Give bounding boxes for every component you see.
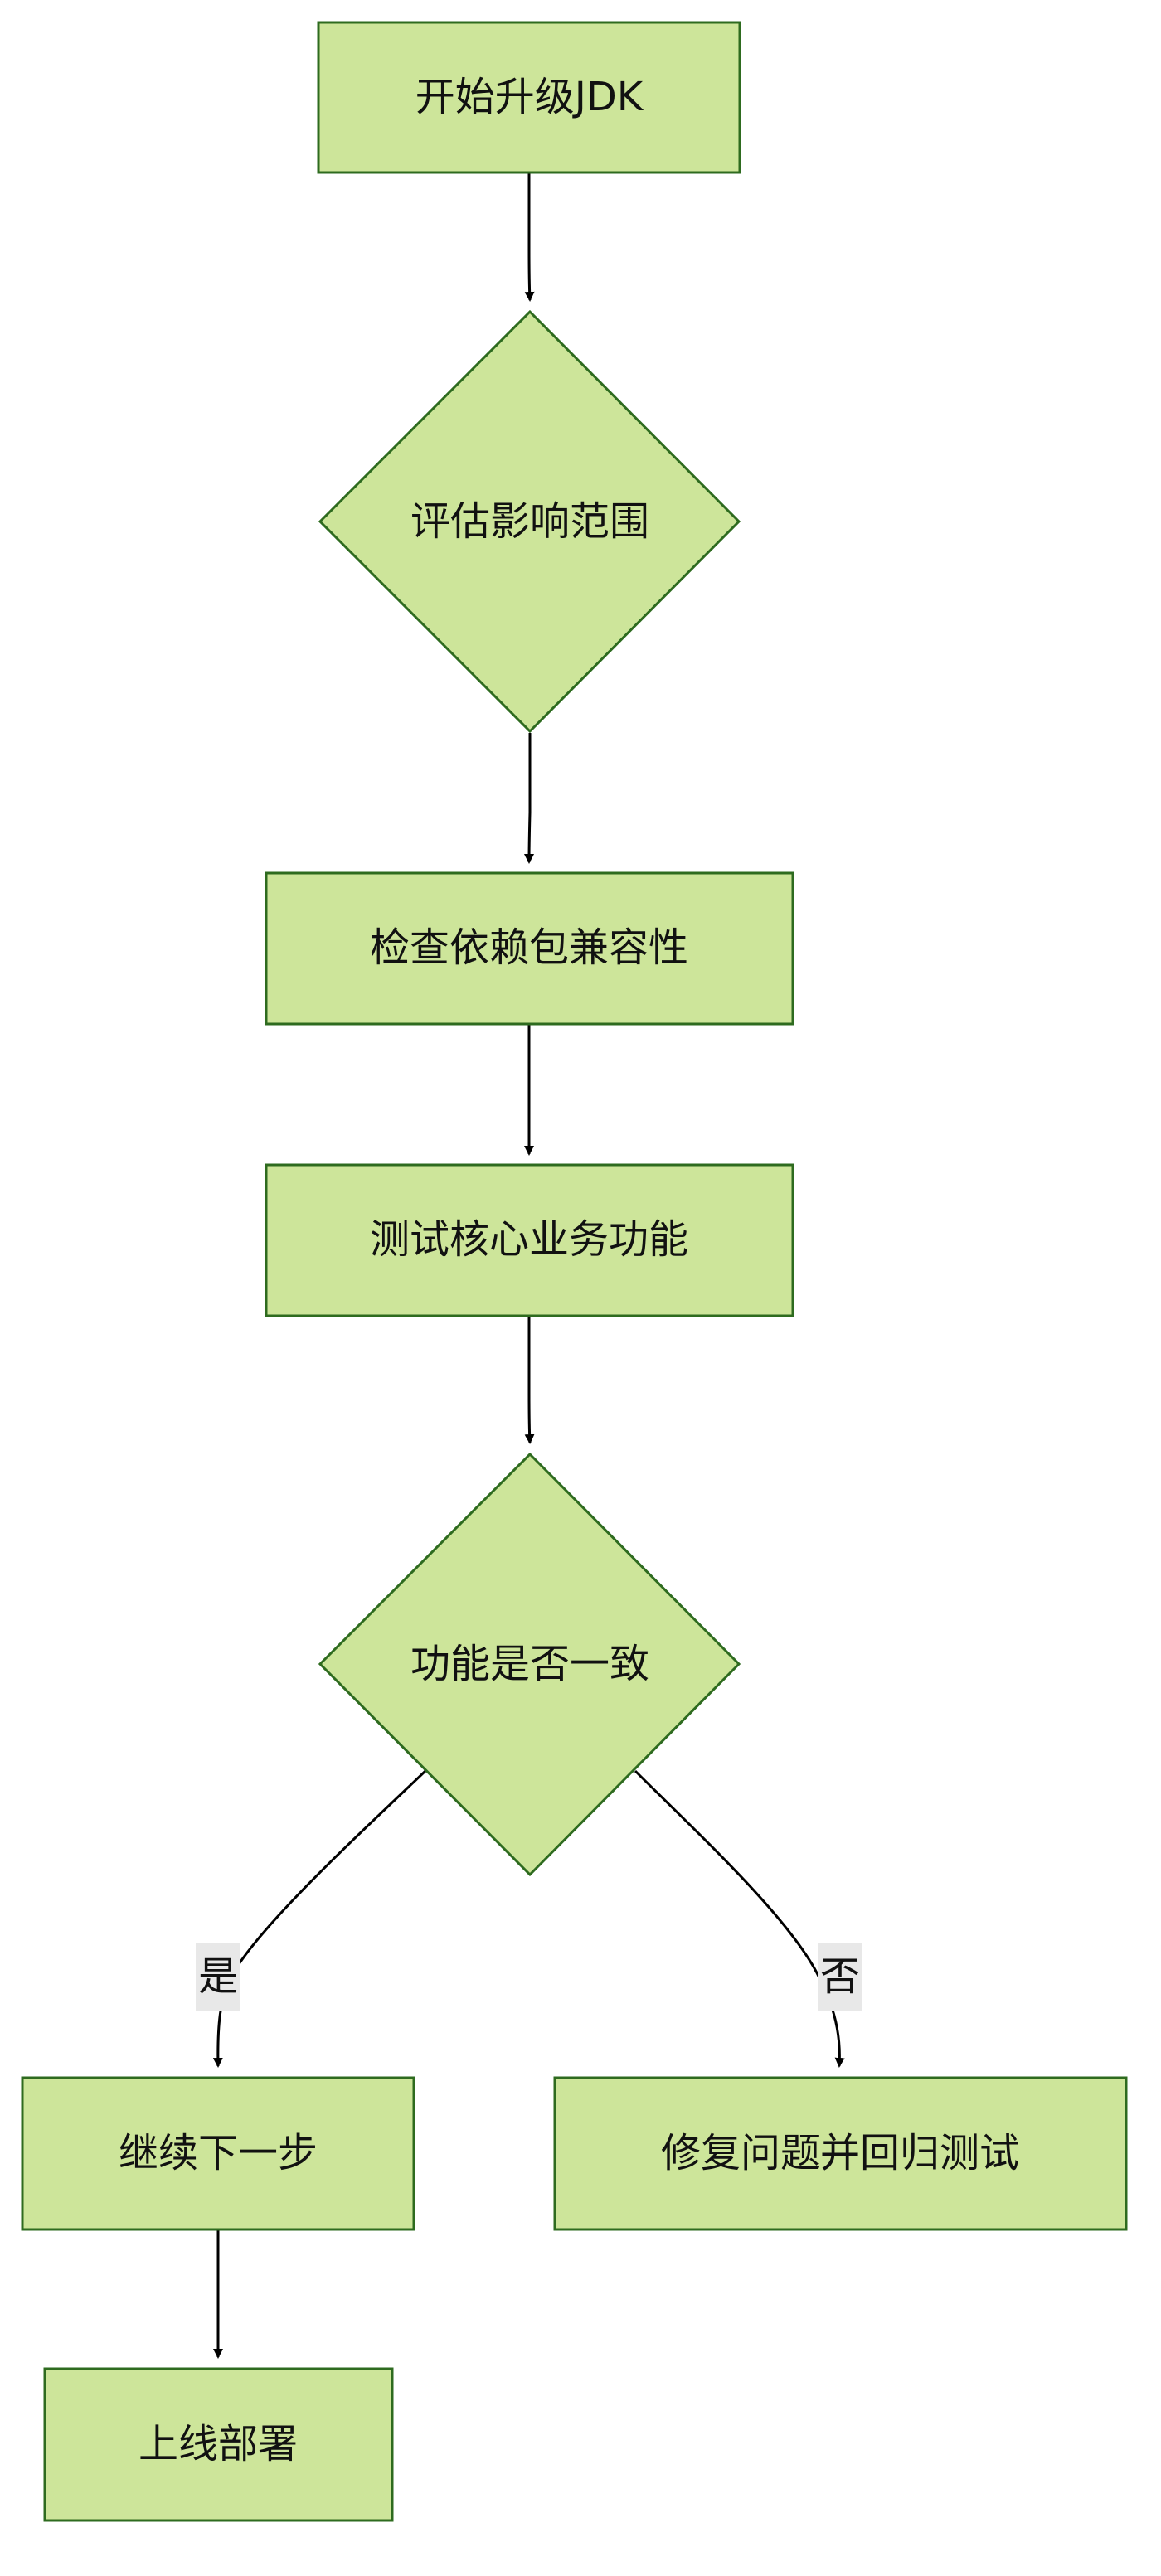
node-check-deps-box	[265, 871, 794, 1026]
edges	[212, 172, 845, 2359]
node-assess-diamond	[318, 309, 741, 734]
edge-label-yes-group: 是	[196, 1943, 240, 2011]
node-deploy-box	[43, 2367, 394, 2522]
node-continue-label: 继续下一步	[119, 2130, 318, 2176]
edge-assess-to-check-deps	[524, 733, 535, 864]
node-start-label: 开始升级JDK	[415, 74, 644, 120]
node-test-core: 测试核心业务功能	[265, 1163, 794, 1317]
node-consistent-label: 功能是否一致	[410, 1641, 649, 1687]
node-continue-box	[21, 2076, 415, 2231]
node-assess-label: 评估影响范围	[410, 498, 649, 545]
edge-label-yes: 是	[198, 1953, 238, 2000]
edge-label-yes-bg	[196, 1943, 240, 2011]
node-deploy: 上线部署	[43, 2367, 394, 2522]
node-check-deps: 检查依赖包兼容性	[265, 871, 794, 1026]
node-deploy-label: 上线部署	[138, 2421, 298, 2467]
edge-label-no-group: 否	[818, 1943, 862, 2011]
edge-label-no: 否	[820, 1953, 860, 2000]
edge-consistent-yes	[212, 1769, 427, 2068]
node-assess: 评估影响范围	[318, 309, 741, 734]
edge-label-no-bg	[818, 1943, 862, 2011]
node-check-deps-label: 检查依赖包兼容性	[370, 924, 688, 971]
node-fix-retest-box	[553, 2076, 1128, 2231]
node-start-box	[317, 21, 741, 174]
node-continue: 继续下一步	[21, 2076, 415, 2231]
node-start: 开始升级JDK	[317, 21, 741, 174]
node-consistent: 功能是否一致	[318, 1452, 741, 1877]
node-consistent-diamond	[318, 1452, 741, 1877]
node-fix-retest-label: 修复问题并回归测试	[661, 2130, 1019, 2176]
edge-consistent-no	[634, 1769, 845, 2068]
node-test-core-box	[265, 1163, 794, 1317]
node-fix-retest: 修复问题并回归测试	[553, 2076, 1128, 2231]
node-test-core-label: 测试核心业务功能	[370, 1216, 688, 1263]
edge-start-to-assess	[524, 172, 535, 302]
edge-test-core-to-consistent	[524, 1316, 535, 1444]
